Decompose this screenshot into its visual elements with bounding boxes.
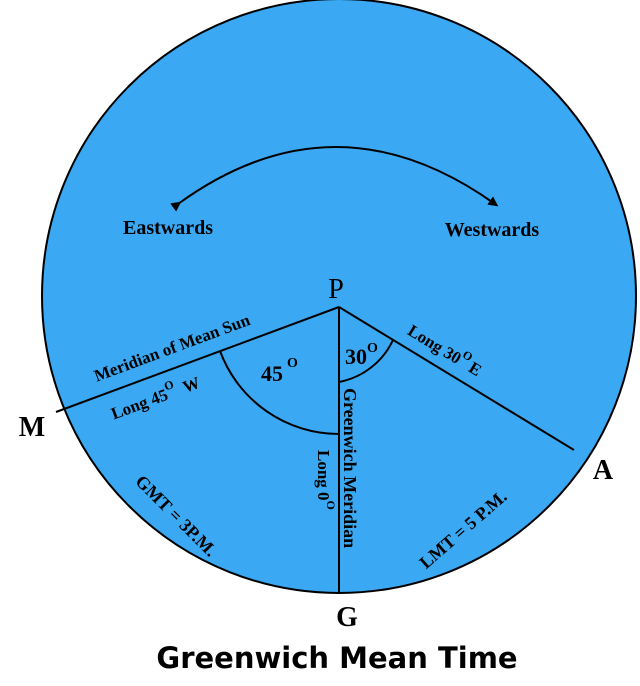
westwards-label: Westwards — [445, 219, 540, 241]
point-label-m: M — [19, 412, 45, 443]
local-meridian-line — [338, 306, 575, 451]
point-label-g: G — [336, 602, 358, 633]
point-label-a: A — [593, 455, 614, 486]
long-zero-label: Long 0O — [314, 450, 338, 510]
mean-sun-meridian-line — [55, 306, 340, 413]
eastwards-label: Eastwards — [123, 217, 213, 239]
greenwich-meridian-label: Greenwich Meridian — [340, 388, 360, 548]
diagram-caption: Greenwich Mean Time — [156, 641, 517, 675]
pole-label-p: P — [328, 274, 344, 305]
angle-30-label: 30O — [345, 341, 378, 369]
angle-arc-30 — [338, 339, 394, 383]
angle-arc-45 — [219, 350, 340, 435]
rotation-arrow — [170, 146, 499, 212]
